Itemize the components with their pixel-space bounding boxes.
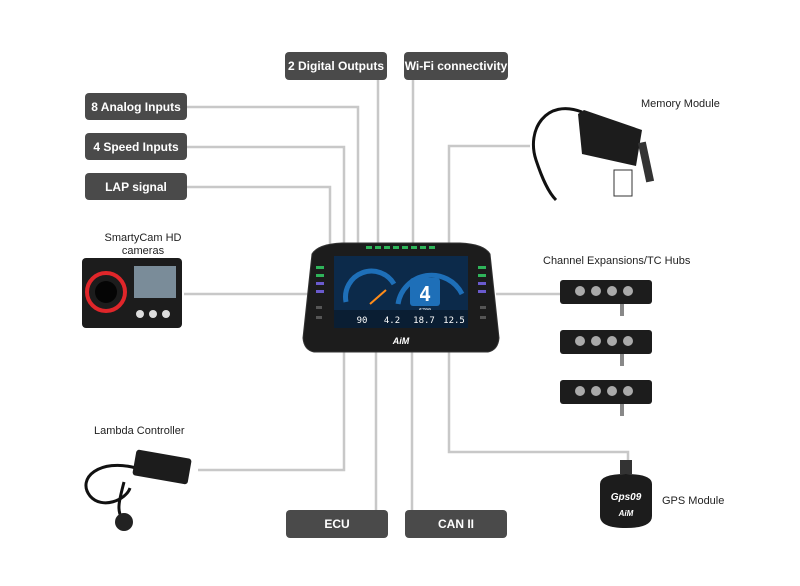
memory-module-device	[531, 107, 655, 202]
smartycam-caption-line2: cameras	[121, 245, 165, 257]
speed-inputs-box: 4 Speed Inputs	[85, 133, 187, 160]
wire-speed	[187, 145, 346, 252]
digital-outputs-label: 2 Digital Outputs	[288, 59, 384, 73]
can-box: CAN II	[405, 510, 507, 538]
gps-caption: GPS Module	[662, 495, 725, 507]
camera-lens-icon	[95, 281, 117, 303]
wire-lap	[187, 185, 332, 252]
smartycam-caption: SmartyCam HD cameras	[88, 232, 198, 258]
camera-lens-ring	[85, 271, 127, 313]
expansions-caption: Channel Expansions/TC Hubs	[543, 255, 691, 267]
gear-panel	[410, 278, 440, 306]
dash-readout-1: 90	[357, 316, 368, 326]
expansion-hub-2	[560, 330, 652, 366]
memory-caption: Memory Module	[641, 98, 720, 110]
digital-outputs-box: 2 Digital Outputs	[285, 52, 387, 80]
lambda-box	[132, 449, 192, 485]
gear-value: 4	[419, 282, 431, 306]
memory-box	[578, 110, 642, 166]
lap-signal-label: LAP signal	[105, 179, 167, 194]
dash-readout-4: 12.5	[443, 316, 465, 326]
dash-brand-logo: AiM	[392, 336, 410, 346]
analog-inputs-box: 8 Analog Inputs	[85, 93, 187, 120]
lambda-sensor-icon	[115, 513, 133, 531]
camera-button-3	[162, 310, 170, 318]
camera-button-2	[149, 310, 157, 318]
left-gauge-arc	[343, 268, 397, 303]
sd-card-icon	[613, 169, 633, 197]
speed-inputs-label: 4 Speed Inputs	[93, 139, 179, 154]
wifi-label: Wi-Fi connectivity	[404, 59, 508, 73]
smartycam-device	[82, 258, 182, 328]
channel-expansions-devices	[560, 280, 652, 416]
lambda-controller-device	[84, 449, 192, 531]
dash-buttons	[316, 306, 486, 319]
wifi-box: Wi-Fi connectivity	[404, 52, 508, 80]
lambda-caption: Lambda Controller	[94, 425, 185, 437]
left-gauge-needle	[369, 289, 387, 305]
wire-memory	[447, 144, 530, 250]
dash-readout-3: 18.7	[413, 316, 435, 326]
smartycam-caption-line1: SmartyCam HD	[104, 232, 182, 244]
lap-signal-box: LAP signal	[85, 173, 187, 200]
dash-display: 4 6700 1000.5 90 4.2 18.7 12.5 AiM	[302, 242, 500, 353]
right-gauge-arc	[395, 272, 465, 305]
dash-readout-2: 4.2	[384, 316, 400, 326]
ecu-box: ECU	[286, 510, 388, 538]
wire-lambda	[198, 340, 346, 472]
wire-gps	[447, 340, 630, 462]
side-leds-left	[316, 266, 324, 293]
camera-button-1	[136, 310, 144, 318]
gps-module-device: Gps09 AiM	[600, 460, 652, 528]
gps-brand-text: Gps09	[611, 492, 642, 503]
analog-inputs-label: 8 Analog Inputs	[91, 99, 181, 114]
side-leds-right	[478, 266, 486, 293]
expansion-hub-3	[560, 380, 652, 416]
wire-analog	[187, 105, 360, 252]
can-label: CAN II	[438, 517, 474, 531]
camera-screen	[134, 266, 176, 298]
gps-brand-logo: AiM	[618, 509, 634, 518]
shift-lights	[366, 246, 435, 249]
ecu-label: ECU	[324, 517, 350, 531]
expansion-hub-1	[560, 280, 652, 316]
